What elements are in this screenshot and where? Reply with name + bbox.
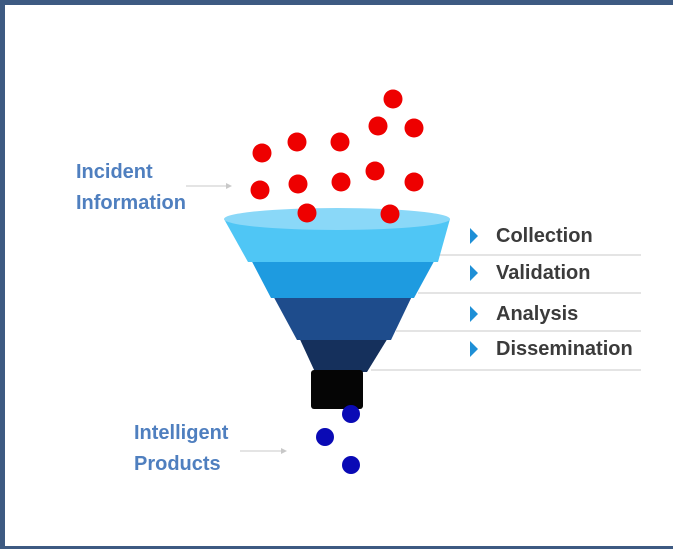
- input-dot: [380, 204, 400, 224]
- input-dot: [330, 132, 350, 152]
- input-label-line1: Incident: [76, 161, 153, 183]
- output-label-line2: Products: [134, 453, 221, 475]
- funnel: [224, 208, 450, 409]
- funnel-band-collection: [224, 219, 450, 262]
- input-label: Incident Information: [76, 157, 186, 219]
- output-label: Intelligent Products: [134, 418, 228, 480]
- input-dots: [250, 89, 424, 224]
- input-dot: [297, 203, 317, 223]
- output-label-line1: Intelligent: [134, 422, 229, 444]
- input-dot: [365, 161, 385, 181]
- funnel-band-dissemination: [297, 333, 391, 372]
- output-dot: [342, 405, 360, 423]
- output-dot: [342, 456, 360, 474]
- output-dots: [316, 405, 360, 474]
- input-dot: [250, 180, 270, 200]
- input-dot: [288, 174, 308, 194]
- input-dot: [368, 116, 388, 136]
- stage-label-dissemination: Dissemination: [496, 338, 633, 360]
- triangle-right-icon: [470, 228, 478, 244]
- stage-label-analysis: Analysis: [496, 303, 579, 325]
- triangle-right-icon: [470, 265, 478, 281]
- stage-label-collection: Collection: [496, 225, 593, 247]
- stage-markers: [470, 228, 478, 357]
- funnel-spout: [311, 370, 363, 409]
- input-dot: [252, 143, 272, 163]
- input-label-line2: Information: [76, 192, 186, 214]
- output-dot: [316, 428, 334, 446]
- triangle-right-icon: [470, 306, 478, 322]
- funnel-rim: [224, 208, 450, 230]
- input-pointer-head: [226, 183, 232, 189]
- input-dot: [287, 132, 307, 152]
- funnel-band-analysis: [271, 292, 414, 340]
- input-dot: [404, 172, 424, 192]
- input-dot: [331, 172, 351, 192]
- funnel-band-validation: [248, 254, 438, 298]
- input-dot: [404, 118, 424, 138]
- input-dot: [383, 89, 403, 109]
- output-pointer-head: [281, 448, 287, 454]
- triangle-right-icon: [470, 341, 478, 357]
- stage-label-validation: Validation: [496, 262, 591, 284]
